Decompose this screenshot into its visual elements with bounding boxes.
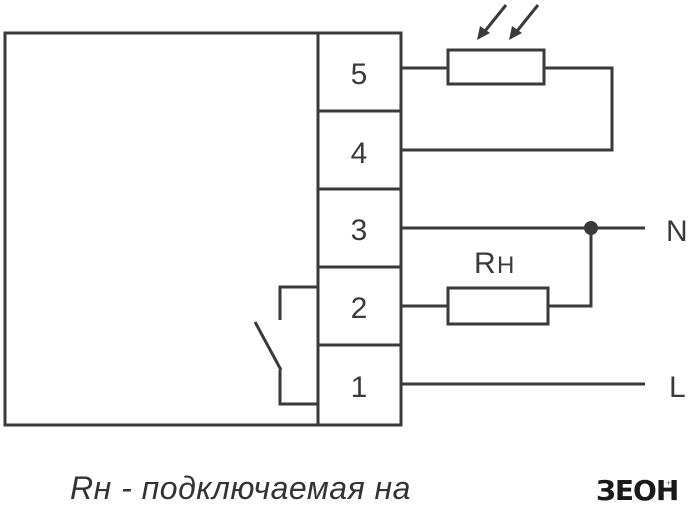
- watermark-word: ЗЕОН: [596, 474, 679, 507]
- watermark-suffix: +: [666, 478, 672, 488]
- relay-contact-upper: [278, 285, 318, 320]
- relay-contact-lower: [278, 370, 318, 406]
- terminal-2-label: 2: [351, 292, 368, 325]
- light-arrow-2-head: [509, 26, 522, 40]
- caption: Rн - подключаемая на: [70, 470, 411, 506]
- load-wire-right: [548, 228, 593, 308]
- sensor-wire-4: [401, 66, 614, 152]
- load-symbol-sub: H: [497, 252, 514, 279]
- line-label: L: [669, 371, 686, 404]
- relay-contact-blade: [253, 321, 283, 371]
- light-arrow-1-head: [477, 26, 490, 40]
- terminal-5-label: 5: [351, 58, 368, 91]
- neutral-label: N: [666, 215, 688, 248]
- terminal-4-label: 4: [351, 137, 368, 170]
- terminal-1-label: 1: [351, 371, 368, 404]
- load-resistor: [446, 286, 550, 326]
- watermark-logo: ЗЕОН +: [596, 474, 688, 510]
- terminal-3-label: 3: [351, 214, 368, 247]
- terminal-1-cell: [316, 343, 403, 427]
- load-symbol-main: R: [474, 247, 496, 280]
- photoresistor: [446, 48, 546, 86]
